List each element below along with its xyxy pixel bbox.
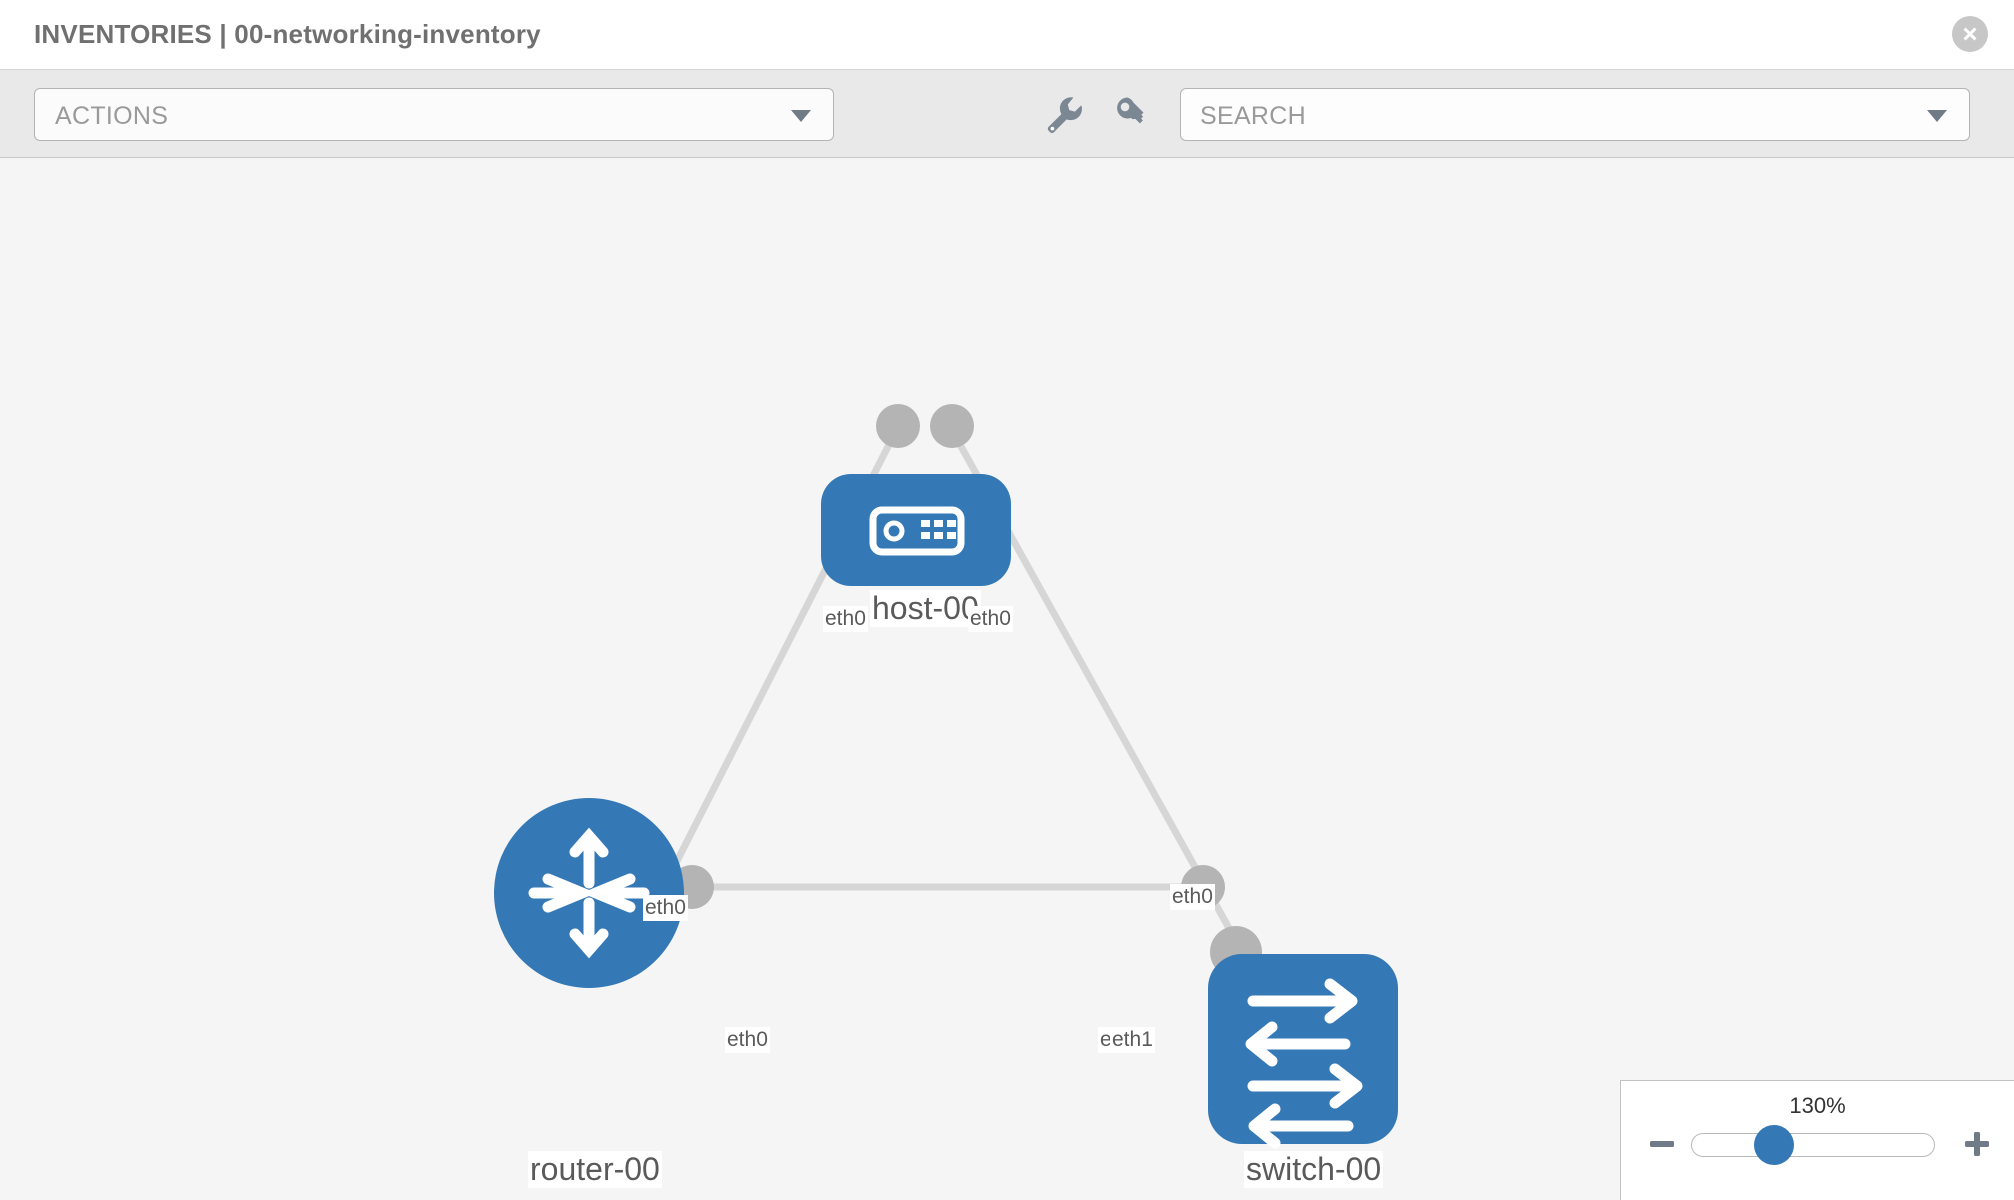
topology-canvas[interactable]: eth0 host-00 eth0 eth0 eth0 eth0 eth0 et… xyxy=(0,158,2014,1200)
close-icon xyxy=(1952,16,1988,52)
chevron-down-icon xyxy=(791,110,811,122)
edge-label-router-switch-source: eth0 xyxy=(725,1027,770,1053)
port-host-right xyxy=(930,404,974,448)
search-placeholder: SEARCH xyxy=(1200,102,1306,130)
edge-label-switch-host-iface: eth0 xyxy=(1170,884,1215,910)
page-header: INVENTORIES | 00-networking-inventory xyxy=(0,0,2014,70)
actions-dropdown-label: ACTIONS xyxy=(55,102,169,130)
zoom-control-panel: 130% xyxy=(1620,1080,2014,1200)
key-button[interactable] xyxy=(1110,90,1156,136)
wrench-button[interactable] xyxy=(1040,90,1086,136)
edge-label-router-host-iface: eth0 xyxy=(643,895,688,921)
node-label-host-00: host-00 xyxy=(870,590,981,627)
chevron-down-icon[interactable] xyxy=(1927,110,1947,122)
plus-icon xyxy=(1962,1129,1992,1159)
edge-label-router-switch-target: eth1 xyxy=(1110,1027,1155,1053)
node-label-switch-00: switch-00 xyxy=(1244,1151,1384,1188)
zoom-slider-track[interactable] xyxy=(1691,1133,1935,1157)
close-button[interactable] xyxy=(1952,16,1988,52)
router-icon xyxy=(528,827,650,959)
page-title: INVENTORIES | 00-networking-inventory xyxy=(34,19,541,49)
node-switch-00 xyxy=(1208,954,1398,1149)
node-host-00 xyxy=(821,474,1011,586)
zoom-slider-thumb[interactable] xyxy=(1754,1125,1794,1165)
edge-label-host-switch-iface: eth0 xyxy=(968,606,1013,632)
node-router-00 xyxy=(494,798,684,988)
key-icon xyxy=(1110,90,1156,136)
zoom-out-button[interactable] xyxy=(1647,1129,1677,1159)
zoom-level-label: 130% xyxy=(1789,1093,1846,1118)
zoom-in-button[interactable] xyxy=(1962,1129,1992,1159)
switch-icon xyxy=(1245,978,1363,1149)
minus-icon xyxy=(1647,1129,1677,1159)
port-host-left xyxy=(876,404,920,448)
wrench-icon xyxy=(1040,90,1086,136)
topology-graph xyxy=(494,404,1398,1149)
node-label-router-00: router-00 xyxy=(528,1151,662,1188)
search-input[interactable]: SEARCH xyxy=(1180,88,1970,141)
edge-label-host-router-iface: eth0 xyxy=(823,606,868,632)
actions-dropdown[interactable]: ACTIONS xyxy=(34,88,834,141)
host-icon xyxy=(869,506,965,556)
